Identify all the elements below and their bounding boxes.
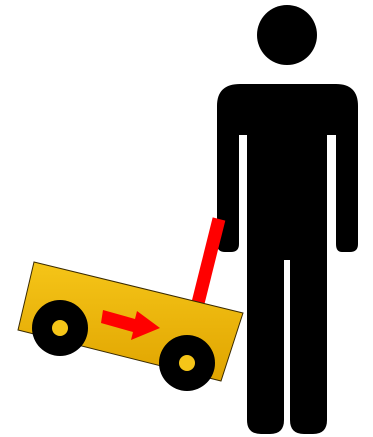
person-torso xyxy=(217,84,358,260)
wagon-handle xyxy=(198,219,219,303)
person-right-leg xyxy=(290,255,327,434)
wheel-right-hub xyxy=(179,355,195,371)
wagon-wheel-right xyxy=(159,335,215,391)
person-figure xyxy=(217,5,358,434)
wagon-wheel-left xyxy=(32,300,88,356)
wheel-left-hub xyxy=(52,320,68,336)
person-left-leg xyxy=(247,255,284,434)
person-head xyxy=(257,5,317,65)
